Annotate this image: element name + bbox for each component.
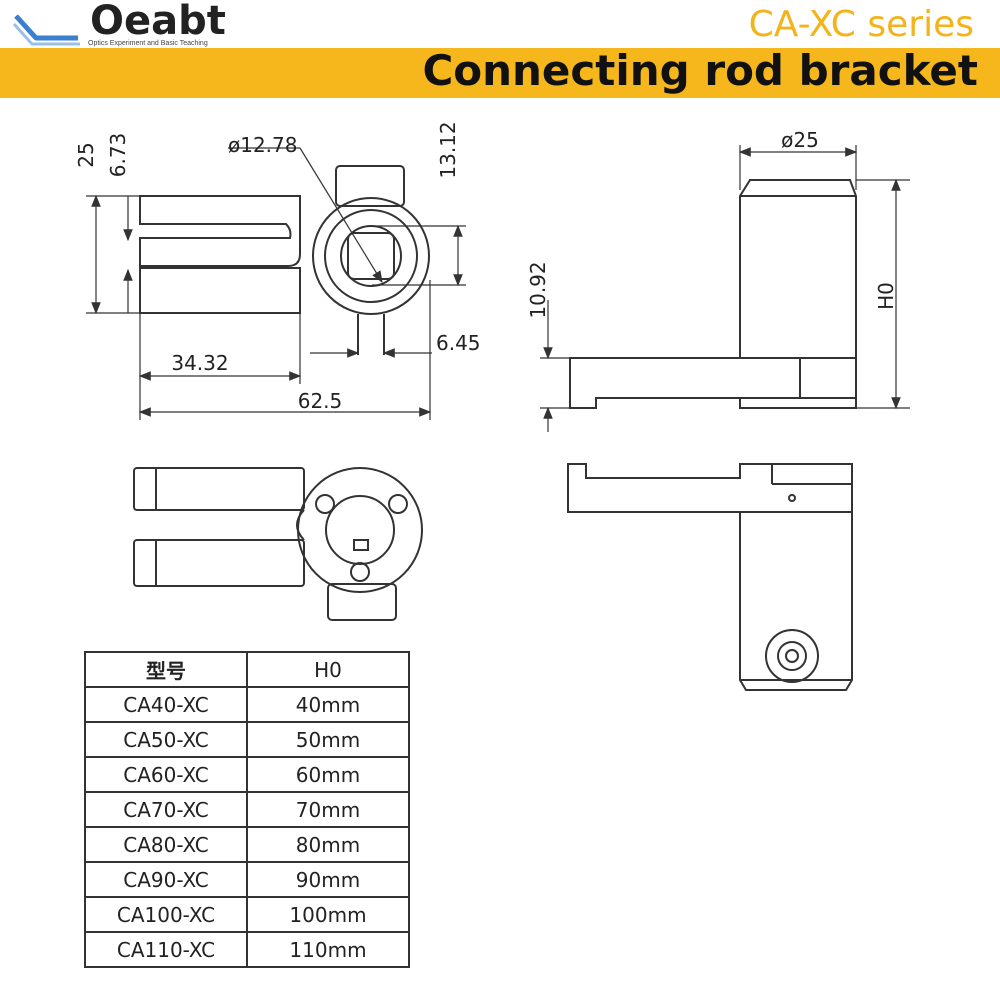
top-screw-hole-2 [388, 494, 408, 514]
top-ring-outer [297, 467, 423, 593]
column-header-model: 型号 [84, 651, 248, 688]
model-cell: CA70-XC [84, 791, 248, 828]
bore-circle [340, 225, 402, 287]
top-fork-upper [133, 467, 305, 511]
model-cell: CA40-XC [84, 686, 248, 723]
dim-1092-label: 10.92 [526, 261, 550, 318]
h0-cell: 110mm [246, 931, 410, 968]
model-cell: CA90-XC [84, 861, 248, 898]
model-cell: CA100-XC [84, 896, 248, 933]
front-view [139, 165, 430, 355]
top-fork-lower [133, 539, 305, 587]
series-label: CA-XC series [748, 4, 974, 45]
bottom-view [567, 463, 853, 691]
brand-logo: Oeabt Optics Experiment and Basic Teachi… [10, 0, 250, 48]
dim-625-label: 62.5 [298, 389, 343, 413]
title-banner: Connecting rod bracket [0, 46, 1000, 98]
h0-cell: 80mm [246, 826, 410, 863]
dim-645-label: 6.45 [436, 331, 481, 355]
h0-cell: 90mm [246, 861, 410, 898]
fork-outline [139, 195, 301, 267]
h0-cell: 70mm [246, 791, 410, 828]
fork-lower-arm [139, 267, 301, 314]
clamp-screw-head [335, 165, 405, 207]
clamp-ring-inner [324, 209, 418, 303]
h0-cell: 50mm [246, 721, 410, 758]
top-screw-hole-1 [315, 494, 335, 514]
table-header-row: 型号 H0 [84, 651, 410, 688]
page-title: Connecting rod bracket [422, 46, 978, 95]
dim-1312-label: 13.12 [436, 121, 460, 178]
h0-cell: 100mm [246, 896, 410, 933]
model-cell: CA80-XC [84, 826, 248, 863]
top-view [133, 467, 423, 621]
bottom-post [739, 511, 853, 691]
dim-25-label: 25 [74, 142, 98, 167]
column-header-h0: H0 [246, 651, 410, 688]
logo-wordmark: Oeabt [90, 0, 226, 44]
post-body [739, 179, 857, 359]
dim-h0-label: H0 [874, 282, 898, 310]
top-ring-inner [325, 495, 395, 565]
h0-cell: 40mm [246, 686, 410, 723]
side-view [569, 179, 857, 409]
dim-673-label: 6.73 [106, 133, 130, 178]
h0-cell: 60mm [246, 756, 410, 793]
top-clamp-screw [327, 583, 397, 621]
model-cell: CA50-XC [84, 721, 248, 758]
dim-body-diameter-label: ø25 [781, 128, 819, 152]
side-view-dimensions [540, 145, 910, 432]
model-cell: CA60-XC [84, 756, 248, 793]
model-cell: CA110-XC [84, 931, 248, 968]
dim-hole-diameter-label: ø12.78 [228, 133, 298, 157]
side-arm [569, 357, 857, 409]
bore-square [347, 232, 395, 280]
logo-tagline: Optics Experiment and Basic Teaching [88, 40, 208, 47]
logo-chevron-icon [12, 14, 80, 46]
bottom-mount-ring [765, 629, 819, 683]
clamp-ring-outer [312, 197, 430, 315]
front-view-dimensions [86, 147, 466, 420]
dim-3432-label: 34.32 [171, 351, 228, 375]
top-screw-hole-3 [350, 562, 370, 582]
bottom-arm [567, 463, 853, 513]
